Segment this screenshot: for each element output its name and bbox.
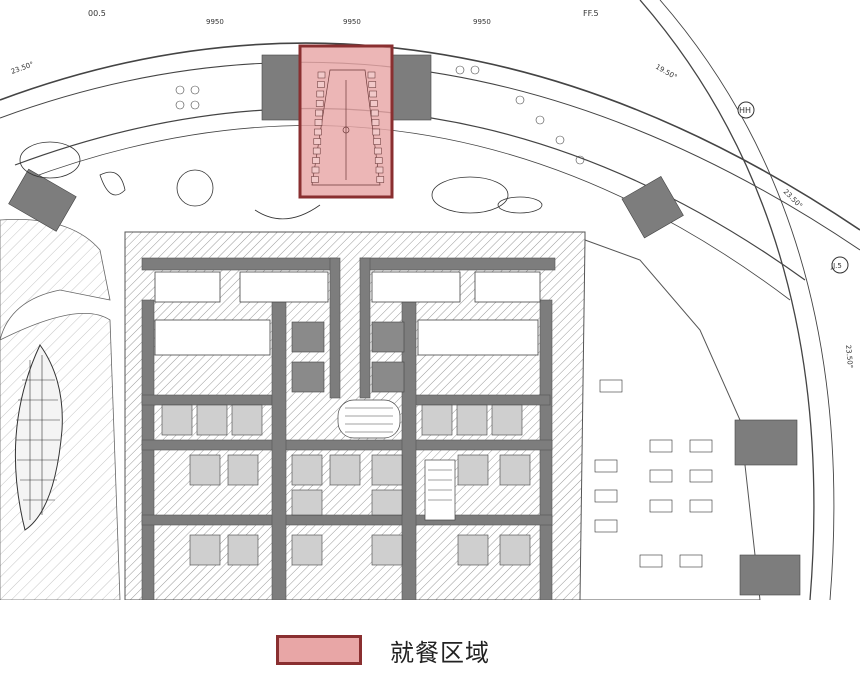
dining-chair [370, 100, 378, 107]
dining-chair [311, 166, 320, 174]
office-desk [649, 439, 673, 453]
grid-label: 00.5 [88, 9, 106, 18]
dining-chair [372, 128, 381, 136]
office-desk [599, 379, 623, 393]
dining-area [298, 44, 394, 199]
floor-plan: 00.5 9950 9950 9950 FF.5 HH JJ.5 23.50° … [0, 0, 860, 600]
office-desk [689, 499, 713, 513]
east-office-area [579, 176, 801, 600]
dining-chair [316, 90, 325, 98]
dining-chair [315, 109, 323, 117]
legend-swatch [276, 635, 362, 665]
office-desk [689, 439, 713, 453]
dining-chair [374, 147, 382, 155]
office-desk [649, 499, 673, 513]
chair-symbol [190, 100, 200, 110]
chair-symbol [515, 95, 525, 105]
office-desk [639, 554, 663, 568]
legend-label: 就餐区域 [390, 638, 490, 667]
chair-symbol [190, 85, 200, 95]
office-desk [594, 519, 618, 533]
dining-chair [373, 138, 381, 145]
dining-chair [370, 109, 379, 117]
dining-chair [376, 176, 385, 183]
grid-bubble [831, 256, 849, 274]
dining-chair [314, 119, 323, 126]
dining-chair [311, 176, 319, 183]
dimension-label: 19.50° [654, 63, 678, 82]
chair-symbol [535, 115, 545, 125]
building-core [124, 231, 586, 600]
dining-chair [367, 71, 376, 79]
grid-bubble [737, 101, 755, 119]
dining-chair [314, 128, 322, 136]
office-desk [594, 489, 618, 503]
chair-symbol [470, 65, 480, 75]
chair-symbol [175, 85, 185, 95]
grid-label: FF.5 [583, 9, 599, 18]
grid-label: 9950 [206, 18, 224, 26]
dimension-label: 23.50° [10, 60, 35, 76]
dimension-label: 23.50° [844, 344, 854, 368]
dining-chair [312, 157, 320, 164]
office-desk [679, 554, 703, 568]
chair-symbol [175, 100, 185, 110]
dimension-label: 23.50° [782, 188, 804, 210]
grid-label: 9950 [473, 18, 491, 26]
dining-chair [371, 119, 380, 126]
chair-symbol [575, 155, 585, 165]
grid-label: JJ.5 [830, 262, 842, 270]
dining-chair [315, 100, 324, 107]
office-desk [649, 469, 673, 483]
dining-chair [313, 138, 322, 145]
dining-chair [317, 81, 325, 88]
grid-label: HH [739, 106, 751, 115]
dining-chair [374, 157, 383, 164]
west-hatched-area [0, 219, 121, 600]
chair-symbol [555, 135, 565, 145]
office-desk [689, 469, 713, 483]
dining-chair [375, 166, 384, 174]
dining-chair [368, 81, 377, 88]
legend: 就餐区域 [276, 630, 490, 670]
dining-chair [369, 90, 377, 98]
dining-chair [312, 147, 321, 155]
chair-symbol [455, 65, 465, 75]
dining-chair [317, 71, 326, 79]
grid-label: 9950 [343, 18, 361, 26]
north-wing [8, 54, 585, 232]
office-desk [594, 459, 618, 473]
